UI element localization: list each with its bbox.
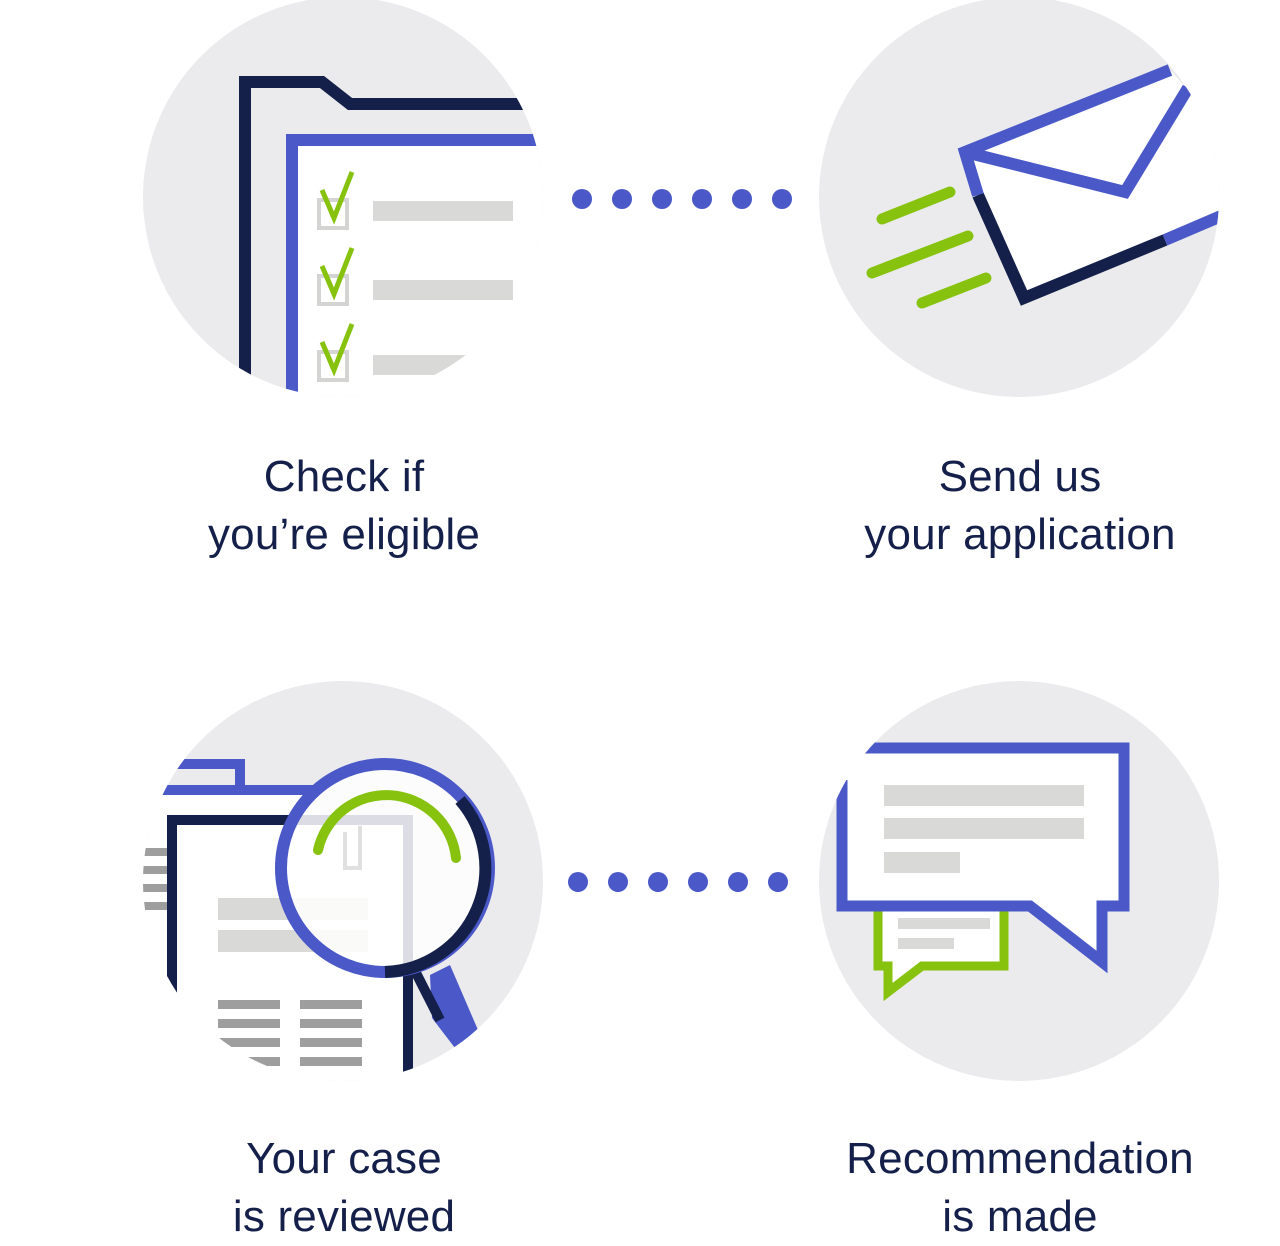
connector-dot: [728, 872, 748, 892]
connector-dot: [692, 189, 712, 209]
caption-line-2: is made: [942, 1192, 1098, 1241]
caption-line-1: Your case: [246, 1134, 442, 1183]
send-envelope-icon: [819, 0, 1219, 397]
connector-dot: [688, 872, 708, 892]
step-caption: Send us your application: [760, 448, 1280, 564]
connector-dot: [572, 189, 592, 209]
caption-line-2: you’re eligible: [207, 510, 481, 559]
caption-line-1: Recommendation: [846, 1134, 1194, 1183]
connector-dot: [772, 189, 792, 209]
step-caption: Check if you’re eligible: [84, 448, 604, 564]
connector-dot: [648, 872, 668, 892]
step-send-application: Send us your application: [0, 0, 1280, 600]
caption-line-1: Send us: [938, 452, 1102, 501]
connector-dot: [612, 189, 632, 209]
caption-line-2: your application: [864, 510, 1176, 559]
step-caption: Recommendation is made: [760, 1130, 1280, 1246]
caption-line-1: Check if: [263, 452, 425, 501]
checklist-folder-icon: [143, 0, 543, 397]
connector-dot: [568, 872, 588, 892]
connector-dot: [768, 872, 788, 892]
connector-dot: [652, 189, 672, 209]
connector-dot: [608, 872, 628, 892]
connector-dot: [732, 189, 752, 209]
step-check-eligibility: Check if you’re eligible: [0, 0, 1280, 600]
